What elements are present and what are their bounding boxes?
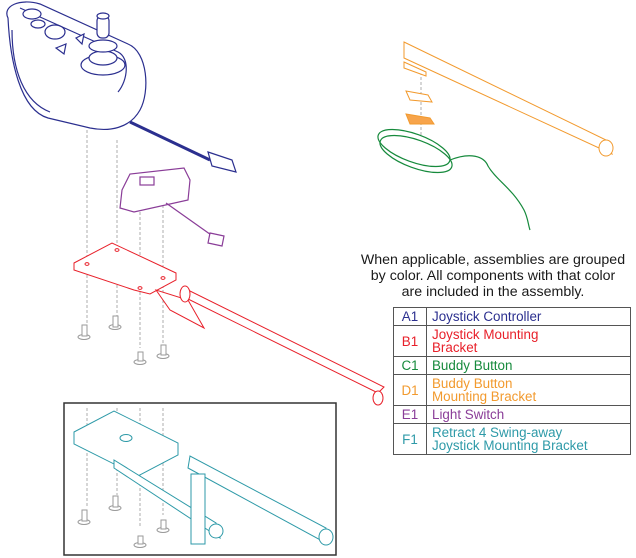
note-line-3: are included in the assembly.	[401, 284, 585, 300]
swing-away-bracket-part	[73, 410, 334, 546]
note-line-1: When applicable, assemblies are grouped	[360, 252, 626, 268]
legend-description: Buddy Button	[426, 356, 631, 375]
legend-description-line: Buddy Button	[432, 358, 513, 373]
legend-code: B1	[393, 325, 427, 357]
legend-row: E1 Light Switch	[393, 405, 631, 424]
legend-code: D1	[393, 374, 427, 406]
legend-description: Joystick Controller	[426, 307, 631, 326]
buddy-button-mounting-bracket-part	[403, 41, 614, 157]
light-switch-part	[119, 167, 225, 247]
legend-description-line: Retract 4 Swing-away	[432, 425, 563, 440]
legend-description-line: Bracket	[432, 340, 478, 355]
buddy-button-part	[377, 128, 531, 231]
color-grouping-note: When applicable, assemblies are grouped …	[352, 252, 634, 300]
note-line-2: by color. All components with that color	[370, 268, 616, 284]
legend-description-line: Mounting Bracket	[432, 389, 537, 404]
legend-description-line: Joystick Controller	[432, 309, 542, 324]
mounting-screws	[77, 315, 170, 365]
legend-row: C1 Buddy Button	[393, 356, 631, 375]
legend-description-line: Buddy Button	[432, 376, 513, 391]
legend-code: E1	[393, 405, 427, 424]
legend-code: C1	[393, 356, 427, 375]
swing-away-inset-frame	[63, 402, 337, 556]
legend-code: A1	[393, 307, 427, 326]
legend-description: Light Switch	[426, 405, 631, 424]
legend-description-line: Joystick Mounting	[432, 327, 539, 342]
legend-row: A1 Joystick Controller	[393, 307, 631, 326]
joystick-mounting-bracket-part	[73, 242, 385, 406]
legend-description-line: Joystick Mounting Bracket	[432, 438, 588, 453]
legend-code: F1	[393, 423, 427, 455]
legend-description-line: Light Switch	[432, 407, 505, 422]
joystick-controller-part	[6, 1, 237, 173]
inset-screws	[77, 495, 170, 548]
